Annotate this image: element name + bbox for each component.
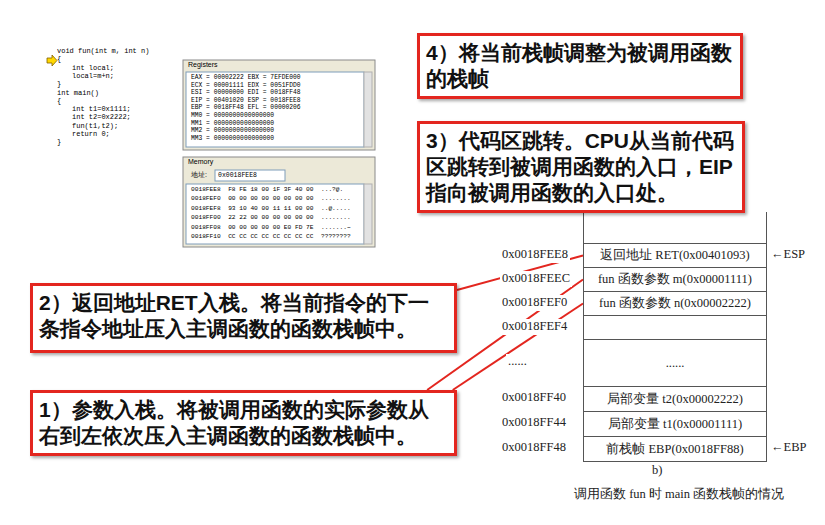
cell-text: 局部变量 t1(0x00001111) [608,417,742,432]
panel-text: 0018FEF8 93 10 40 00 11 11 00 00 ..@....… [191,205,351,213]
memory-field [186,184,364,244]
panel-text: 0018FF00 22 22 00 00 00 00 00 00 .......… [191,214,351,222]
registers-frame [183,60,375,150]
code-line: { [57,96,61,106]
stack-cell: 局部变量 t2(0x00002222) [583,386,767,412]
code-line: local=m+n; [72,71,114,81]
address-label: 0x0018FF44 [500,415,568,431]
panel-text: EIP = 00401020 ESP = 0018FEE8 [191,97,301,105]
cell-text: 返回地址 RET(0x00401093) [600,248,750,263]
debug-arrow [47,55,57,66]
stack-cell: fun 函数参数 m(0x00001111) [583,267,767,292]
stack-cell: 局部变量 t1(0x00001111) [583,411,767,437]
address-label: ...... [506,354,529,370]
cell-text: ...... [666,356,685,371]
registers-panel: RegistersEAX = 00002222 EBX = 7EFDE000EC… [183,60,375,150]
panel-text: 0018FF08 00 00 00 00 00 E0 FD 7E .......… [191,224,351,232]
cell-text: fun 函数参数 m(0x00001111) [598,272,752,287]
code-line: void fun(int m, int n) [57,46,149,56]
cell-text: fun 函数参数 n(0x00002222) [599,296,751,311]
cell-text: 局部变量 t2(0x00002222) [607,392,743,407]
panel-text: EBP = 0018FF48 EFL = 00000206 [191,104,301,112]
panel-text: 0018FEF0 00 00 00 00 00 00 00 00 .......… [191,195,351,203]
code-line: } [57,79,61,89]
panel-title: Memory [188,158,213,167]
code-line: int main() [57,88,99,98]
code-line: } [57,137,61,147]
callout-box: 2）返回地址RET入栈。将当前指令的下一条指令地址压入主调函数的函数栈帧中。 [30,283,457,353]
callout-text: 4）将当前栈帧调整为被调用函数的栈帧 [426,40,734,92]
registers-field [186,72,364,147]
stack-cell: fun 函数参数 n(0x00002222) [583,291,767,316]
panel-text: MM0 = 0000000000000000 [191,112,274,120]
memory-frame [183,157,375,247]
pointer-label: ←EBP [771,440,806,456]
stack-cell: 返回地址 RET(0x00401093) [583,243,767,268]
address-label: 0x0018FF48 [500,440,568,456]
stack-cell: 前栈帧 EBP(0x0018FF88) [583,436,767,462]
code-line: int local; [72,63,114,73]
panel-text: MM1 = 0000000000000000 [191,120,274,128]
callout-box: 4）将当前栈帧调整为被调用函数的栈帧 [417,33,743,99]
scrollbar [364,184,372,244]
address-label: 0x0018FEE8 [500,247,570,263]
address-label: 0x0018FF40 [500,390,568,406]
panel-text: EAX = 00002222 EBX = 7EFDE000 [191,74,301,82]
code-line: int t2=0x2222; [72,112,131,122]
code-line: { [57,54,61,64]
callout-text: 2）返回地址RET入栈。将当前指令的下一条指令地址压入主调函数的函数栈帧中。 [39,290,448,342]
scrollbar [364,72,372,147]
panel-text: MM2 = 0000000000000000 [191,127,274,135]
callout-text: 1）参数入栈。将被调用函数的实际参数从右到左依次压入主调函数的函数栈帧中。 [39,397,448,449]
callout-text: 3）代码区跳转。CPU从当前代码区跳转到被调用函数的入口，EIP指向被调用函数的… [426,128,736,206]
panel-text: ECX = 00001111 EDX = 0051FDD0 [191,82,301,90]
leader-line [453,304,583,391]
address-input [215,170,285,181]
address-label: 0x0018FEEC [500,271,572,287]
pointer-label: ←ESP [771,247,805,263]
table-edge [583,212,584,243]
panel-title: Registers [188,61,218,70]
panel-text: 0x0018FEE8 [218,172,257,180]
subfigure-label: b) [652,463,662,479]
panel-text: 地址: [191,171,207,180]
code-line: int t1=0x1111; [72,104,131,114]
stack-cell: ...... [583,339,767,387]
address-label: 0x0018FEF4 [500,319,569,335]
panel-text: ESI = 00000000 EDI = 0018FF48 [191,89,301,97]
address-label: 0x0018FEF0 [500,295,569,311]
code-line: return 0; [72,129,110,139]
memory-panel: Memory 地址: 0x0018FEE8 0018FEE8 F8 FE 18 00 … [183,157,375,247]
empty-stack-cell [584,316,767,340]
figure-caption: 调用函数 fun 时 main 函数栈帧的情况 [574,486,784,502]
panel-text: 0018FF10 CC CC CC CC CC CC CC CC ???????… [191,233,351,241]
callout-box: 3）代码区跳转。CPU从当前代码区跳转到被调用函数的入口，EIP指向被调用函数的… [417,121,745,213]
panel-text: MM3 = 0000000000000000 [191,135,274,143]
table-edge [766,212,767,243]
callout-box: 1）参数入栈。将被调用函数的实际参数从右到左依次压入主调函数的函数栈帧中。 [30,390,457,456]
code-line: fun(t1,t2); [72,121,118,131]
cell-text: 前栈帧 EBP(0x0018FF88) [606,442,743,457]
panel-text: 0018FEE8 F8 FE 18 00 1F 3F 40 00 ...?@. [191,186,343,194]
